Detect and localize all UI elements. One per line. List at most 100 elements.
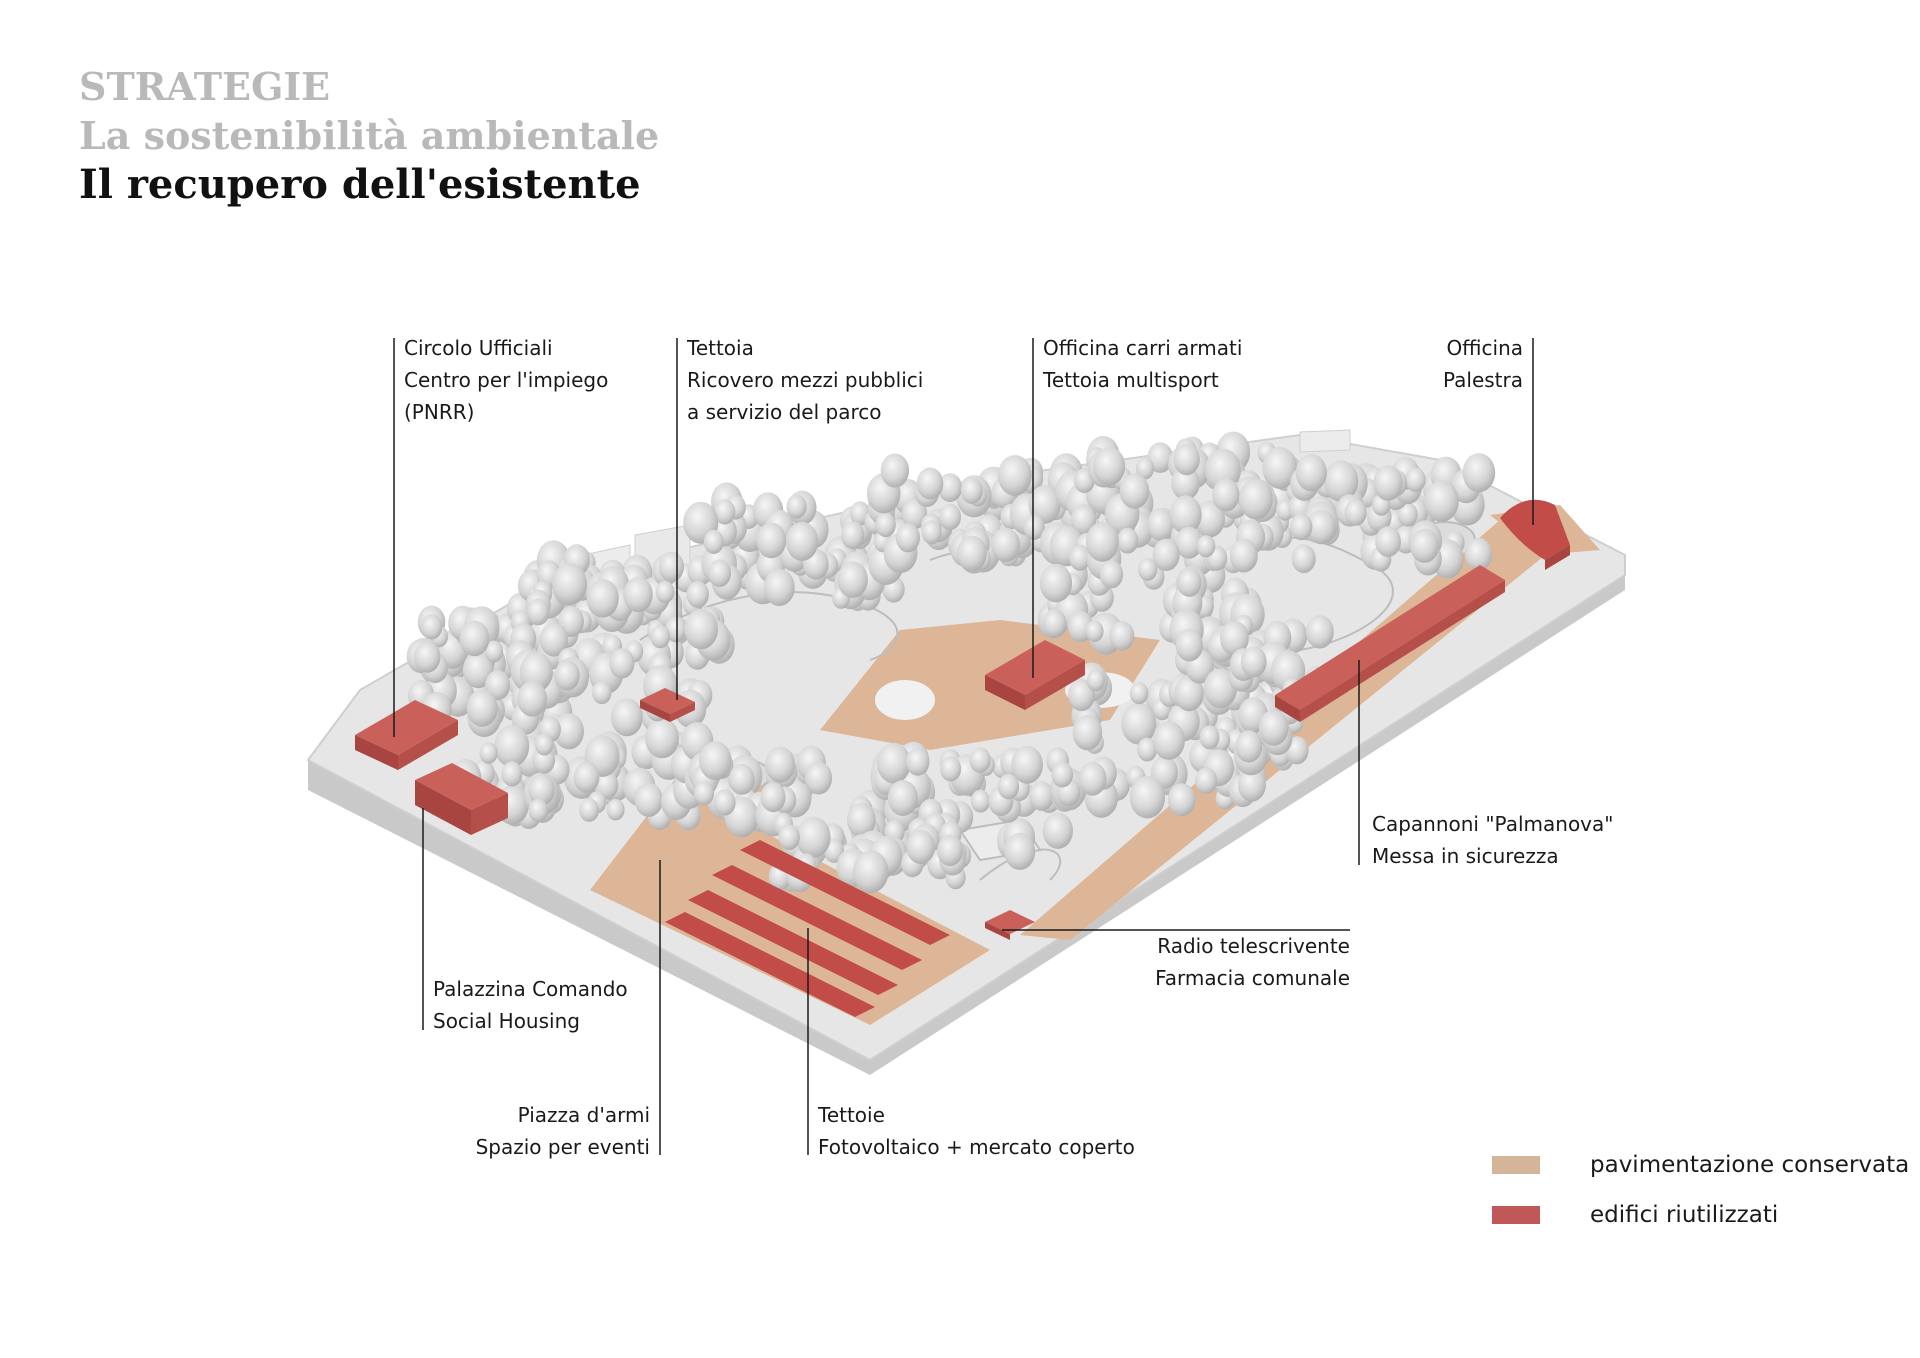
- tree: [785, 521, 819, 561]
- tree: [969, 747, 991, 773]
- tree: [1147, 508, 1175, 541]
- tree: [634, 782, 663, 817]
- tree: [1194, 767, 1218, 794]
- tree: [1085, 620, 1104, 642]
- tree: [1072, 714, 1103, 751]
- title-sostenibilita: La sostenibilità ambientale: [79, 113, 660, 158]
- label-radio-line2: Farmacia comunale: [1155, 966, 1350, 990]
- label-capannoni-line1: Capannoni "Palmanova": [1372, 812, 1614, 836]
- tree: [1203, 668, 1237, 709]
- label-palazzina-line2: Social Housing: [433, 1009, 580, 1033]
- tree: [1169, 495, 1202, 535]
- tree: [713, 789, 736, 816]
- tree: [997, 455, 1032, 496]
- label-circolo-line1: Circolo Ufficiali: [404, 336, 553, 360]
- tree: [970, 789, 991, 813]
- tree: [938, 473, 962, 502]
- tree: [479, 742, 498, 764]
- building-officina-palestra: [1500, 499, 1570, 570]
- tree: [991, 527, 1021, 563]
- tree: [875, 512, 896, 538]
- tree: [760, 782, 786, 813]
- tree: [703, 529, 724, 554]
- tree: [693, 781, 715, 806]
- tree: [1405, 467, 1426, 492]
- tree: [1147, 442, 1173, 473]
- tree: [763, 568, 795, 607]
- legend-item-buildings: edifici riutilizzati: [1492, 1190, 1909, 1240]
- tree: [466, 689, 498, 727]
- title-strategie: STRATEGIE: [79, 64, 331, 109]
- tree: [1129, 776, 1166, 819]
- tree: [609, 648, 635, 679]
- tree: [1029, 781, 1054, 811]
- tree: [527, 598, 550, 626]
- tree: [462, 651, 494, 689]
- tree: [1023, 514, 1045, 540]
- label-officina: Officina Palestra: [1400, 332, 1523, 396]
- tree: [1119, 473, 1150, 509]
- tree: [684, 608, 718, 650]
- tree: [1028, 485, 1061, 524]
- label-radio: Radio telescrivente Farmacia comunale: [1100, 930, 1350, 994]
- tree: [876, 742, 911, 784]
- tree: [592, 680, 612, 705]
- label-capannoni-line2: Messa in sicurezza: [1372, 844, 1559, 868]
- tree: [1262, 446, 1298, 489]
- building-palazzina-comando: [415, 763, 508, 835]
- tree: [1462, 453, 1496, 493]
- tree: [901, 498, 928, 530]
- tree: [997, 773, 1020, 800]
- label-radio-line1: Radio telescrivente: [1157, 934, 1350, 958]
- tree: [906, 829, 935, 865]
- tree: [778, 824, 800, 851]
- legend: pavimentazione conservata edifici riutil…: [1492, 1140, 1909, 1240]
- tree: [957, 535, 987, 572]
- tree: [1011, 745, 1043, 784]
- tree: [1173, 443, 1200, 476]
- tree: [1174, 675, 1204, 712]
- tree: [1238, 478, 1273, 520]
- label-palazzina-line1: Palazzina Comando: [433, 977, 628, 1001]
- label-circolo-ufficiali: Circolo Ufficiali Centro per l'impiego (…: [404, 332, 608, 428]
- tree: [1093, 447, 1126, 486]
- tree: [1086, 669, 1105, 692]
- tree: [841, 521, 865, 550]
- building-circolo-ufficiali: [355, 700, 458, 770]
- tree: [1085, 522, 1119, 562]
- title-recupero: Il recupero dell'esistente: [79, 161, 641, 208]
- building-radio: [985, 910, 1035, 940]
- label-tettoia-line3: a servizio del parco: [687, 400, 882, 424]
- tree: [960, 477, 983, 504]
- tree: [459, 620, 490, 657]
- tree: [940, 756, 962, 782]
- tree: [786, 494, 807, 519]
- tree: [665, 616, 687, 643]
- tree: [1410, 528, 1439, 563]
- label-palazzina: Palazzina Comando Social Housing: [433, 973, 628, 1037]
- legend-label-buildings: edifici riutilizzati: [1590, 1202, 1779, 1228]
- tree: [573, 761, 600, 793]
- tree: [1397, 502, 1418, 527]
- tree: [1240, 646, 1267, 678]
- tree: [895, 523, 921, 553]
- tree: [837, 561, 868, 598]
- building-tettoia: [640, 688, 695, 722]
- tree: [765, 746, 796, 783]
- tree: [921, 520, 942, 545]
- tree: [1051, 761, 1074, 788]
- tree: [655, 580, 675, 604]
- tree: [1109, 621, 1135, 651]
- tree: [623, 576, 653, 613]
- label-piazza-line1: Piazza d'armi: [517, 1103, 650, 1127]
- label-officina-line1: Officina: [1446, 336, 1523, 360]
- tree: [517, 681, 548, 717]
- label-officina-carri-line1: Officina carri armati: [1043, 336, 1243, 360]
- tree: [606, 798, 625, 821]
- tree: [528, 798, 549, 822]
- tree: [1375, 526, 1401, 557]
- tree: [1464, 537, 1493, 571]
- tree: [1199, 725, 1220, 750]
- tree: [485, 670, 511, 701]
